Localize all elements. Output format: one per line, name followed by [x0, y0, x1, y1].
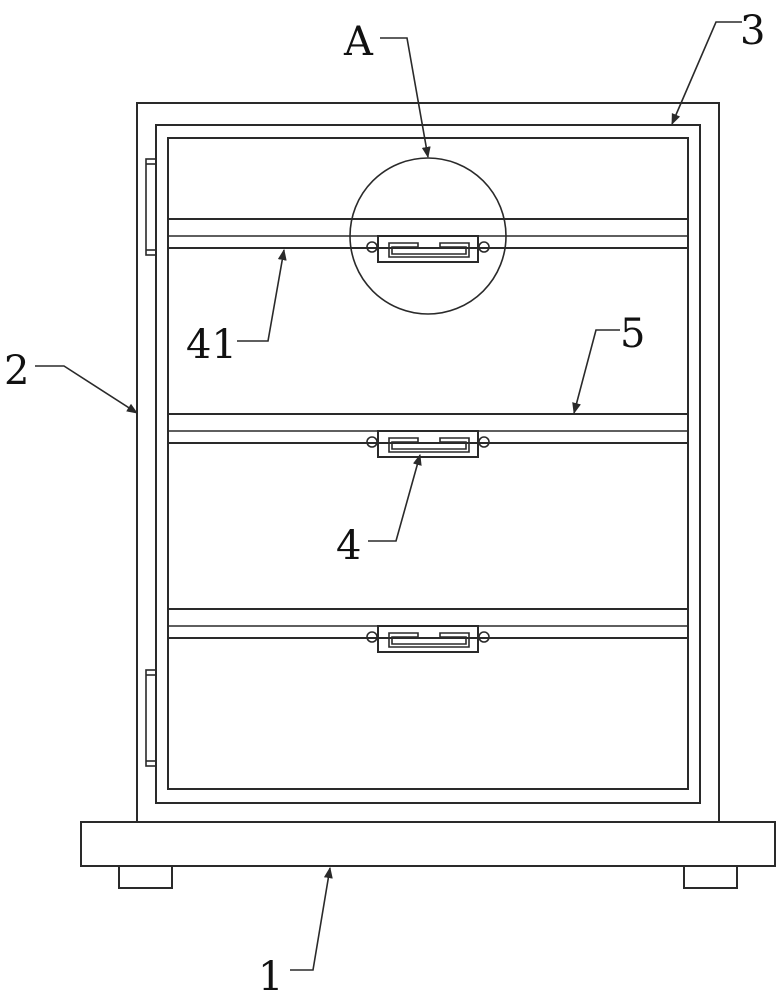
leader-lines — [35, 21, 742, 971]
latch-1 — [366, 235, 490, 263]
label-41: 41 — [186, 322, 237, 368]
bolt-icon — [366, 631, 378, 643]
bolt-icon — [478, 241, 490, 253]
shelf-2 — [167, 413, 689, 458]
label-a: A — [343, 19, 374, 65]
foot-left — [118, 865, 173, 889]
label-3: 3 — [740, 8, 765, 54]
bolt-icon — [478, 436, 490, 448]
cabinet-outer — [136, 102, 720, 823]
label-4: 4 — [336, 523, 361, 569]
latch-2 — [366, 430, 490, 458]
label-1: 1 — [258, 954, 283, 1000]
foot-right — [683, 865, 738, 889]
bolt-icon — [366, 436, 378, 448]
latch-3 — [366, 625, 490, 653]
door-frame — [155, 124, 701, 804]
bolt-icon — [478, 631, 490, 643]
label-2: 2 — [4, 348, 29, 394]
label-5: 5 — [620, 311, 645, 357]
inner-frame — [167, 137, 689, 790]
bolt-icon — [366, 241, 378, 253]
hinge-top — [145, 158, 157, 256]
base-plate — [80, 821, 776, 867]
hinge-bottom — [145, 669, 157, 767]
shelf-1 — [167, 218, 689, 263]
shelf-3 — [167, 608, 689, 653]
